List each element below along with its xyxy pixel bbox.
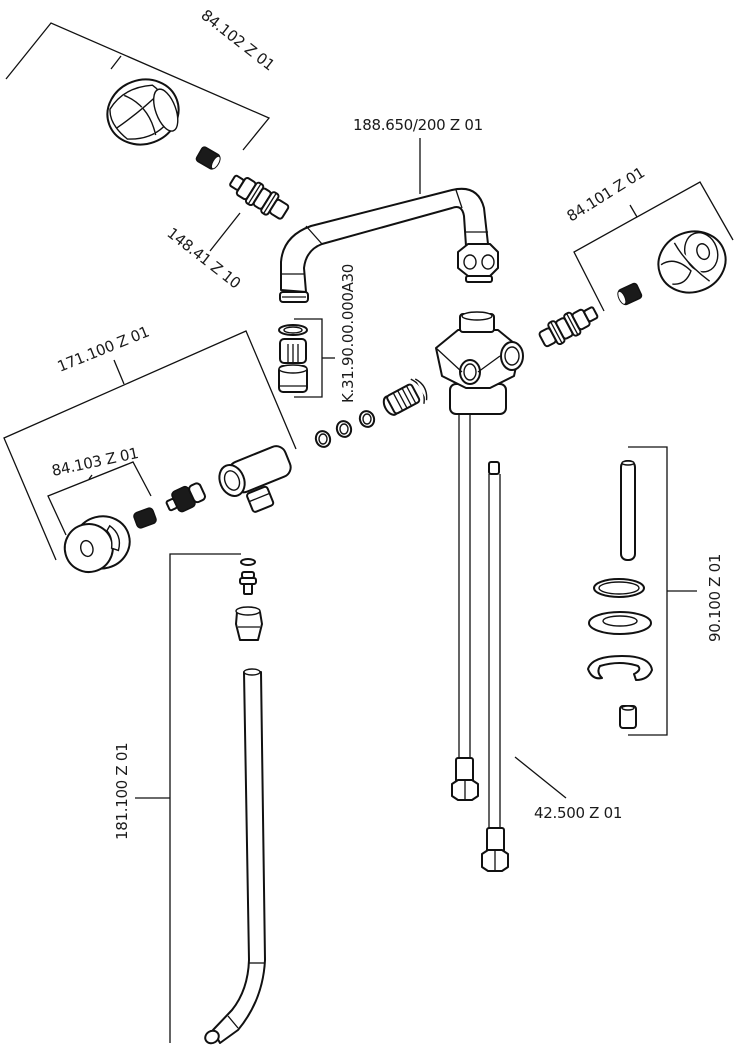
connection-hose-2: [481, 461, 509, 872]
label-handle-left: 84.103 Z 01: [50, 444, 140, 480]
elbow-body: [218, 445, 292, 513]
label-connection-hoses: 42.500 Z 01: [534, 804, 622, 822]
handle-knob-right: [657, 230, 727, 294]
mounting-kit-parts: [587, 460, 653, 729]
label-cartridge-top-left: 148.41 Z 10: [164, 224, 245, 292]
cartridge-top-left: [229, 174, 290, 220]
handle-knob-top-left: [106, 78, 180, 146]
bracket-tube-kit: [135, 553, 241, 1043]
label-aerator-kit: K.31.90.00.000A30: [339, 264, 357, 403]
threaded-insert: [382, 378, 428, 416]
cap-insert-top-left: [195, 146, 221, 170]
label-tube-kit: 181.100 Z 01: [113, 743, 131, 840]
leader-cartridge-top-left: [209, 212, 241, 252]
bracket-side-valve-kit: [3, 330, 297, 561]
label-mounting-kit: 90.100 Z 01: [706, 554, 724, 642]
tube-kit-parts: [235, 558, 263, 641]
bracket-aerator-kit: [294, 318, 335, 398]
label-spout: 188.650/200 Z 01: [353, 116, 483, 134]
bracket-mounting-kit: [628, 446, 697, 736]
bracket-handle-top-left: [5, 22, 271, 151]
bracket-handle-left: [47, 461, 152, 536]
handle-knob-left: [63, 515, 131, 574]
leader-connection-hoses: [514, 756, 567, 799]
cartridge-left: [165, 482, 206, 513]
long-tube: [204, 668, 266, 1045]
aerator-parts: [278, 324, 308, 393]
label-handle-right: 84.101 Z 01: [564, 163, 648, 225]
o-rings: [314, 410, 376, 448]
cartridge-right: [538, 306, 599, 348]
cap-insert-right: [617, 282, 643, 306]
spout: [279, 187, 499, 303]
label-side-valve-kit: 171.100 Z 01: [55, 323, 152, 376]
cap-insert-left: [133, 507, 157, 529]
bracket-handle-right: [573, 181, 734, 312]
faucet-body: [435, 311, 524, 415]
connection-hose-1: [451, 414, 479, 801]
label-handle-top-left: 84.102 Z 01: [198, 6, 279, 74]
